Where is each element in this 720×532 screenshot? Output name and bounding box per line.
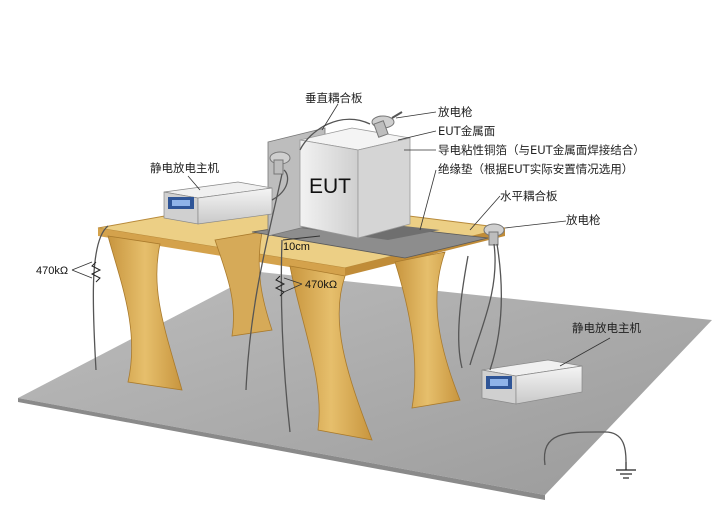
leader-horizontal-plane [469, 195, 501, 231]
distance-10cm-label: 10cm [283, 241, 310, 253]
leader-resistor-left-a [71, 261, 93, 271]
label-discharge-gun-top: 放电枪 [438, 105, 473, 119]
label-eut-metal-surface: EUT金属面 [438, 124, 495, 138]
label-resistor-left: 470kΩ [36, 265, 68, 277]
table-leg-right-front [289, 265, 373, 441]
cable-left-ground [92, 225, 109, 371]
label-esd-generator-right: 静电放电主机 [572, 321, 641, 335]
label-insulation-pad: 绝缘垫（根据EUT实际安置情况选用） [438, 162, 633, 176]
leader-gun-top [395, 111, 437, 119]
esd-generator-left-body [197, 187, 273, 225]
ground-symbol-icon [616, 462, 636, 479]
label-vertical-coupling-plane: 垂直耦合板 [305, 91, 363, 105]
cable-right-generator-ground [543, 431, 627, 466]
ground-reference-plane [18, 272, 712, 495]
leader-eut-metal [397, 130, 437, 141]
leader-resistor-left-b [71, 269, 93, 279]
leader-lines [71, 103, 611, 367]
eut-box-side [357, 137, 411, 239]
cable-left-generator-to-gun [271, 169, 289, 201]
cables [92, 118, 627, 466]
leader-insulation [419, 169, 437, 231]
leader-resistor-center-a [283, 277, 303, 285]
discharge-gun-icon [483, 223, 505, 246]
ground-plane-edge [18, 398, 545, 500]
cable-vertical-plane-ground [245, 173, 283, 391]
table-leg-left-back [214, 231, 273, 337]
leader-generator-left [187, 175, 201, 191]
leader-resistor-center-b [283, 283, 303, 293]
label-resistor-center: 470kΩ [305, 279, 337, 291]
resistor-left-zigzag [90, 261, 102, 283]
cable-right-gun-2 [489, 243, 503, 371]
discharge-gun-icon [371, 111, 403, 138]
esd-generator-right-body [515, 365, 583, 405]
cable-horizontal-plane-ground [458, 255, 469, 369]
cable-center-ground [280, 239, 291, 433]
discharge-gun-icon [269, 151, 291, 175]
leader-gun-right [504, 220, 567, 229]
label-discharge-gun-right: 放电枪 [566, 213, 601, 227]
label-conductive-copper-foil: 导电粘性铜箔（与EUT金属面焊接结合） [438, 143, 645, 157]
distance-marker-line [282, 235, 321, 241]
table-leg-right-back [394, 251, 461, 409]
esd-generator-right-display-screen [490, 379, 508, 386]
table-leg-left-front [107, 235, 183, 391]
label-horizontal-coupling-plane: 水平耦合板 [500, 189, 558, 203]
cable-gun-top [299, 118, 371, 151]
eut-label: EUT [309, 175, 351, 198]
cable-right-gun [469, 243, 496, 366]
leader-vertical-plane [321, 103, 339, 131]
label-esd-generator-left: 静电放电主机 [150, 161, 219, 175]
esd-generator-left-display-screen [172, 200, 190, 206]
resistor-center-zigzag [274, 275, 286, 297]
leader-generator-right [559, 337, 611, 367]
